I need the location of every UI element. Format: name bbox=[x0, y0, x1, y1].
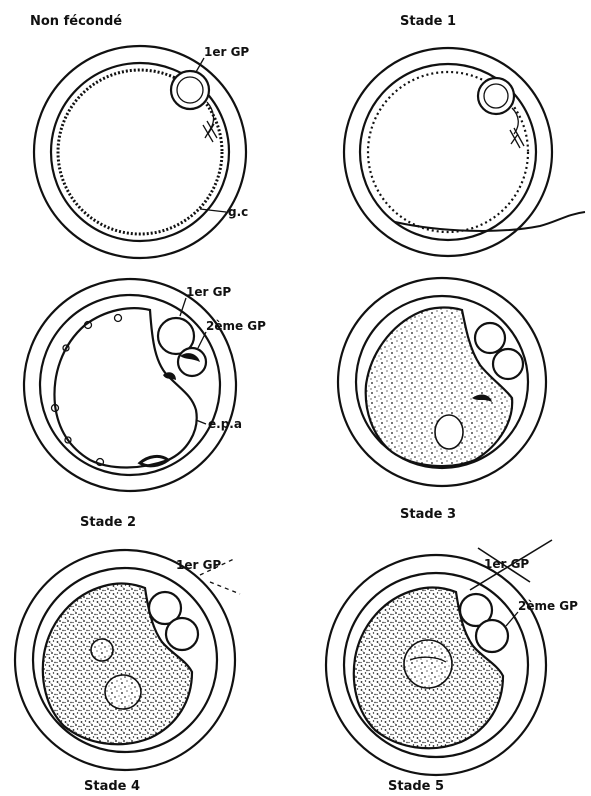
panel-stade-5: Stade 5 1er GP 2ème GP bbox=[326, 540, 578, 794]
label-1er-gp: 1er GP bbox=[204, 45, 249, 59]
leader-g-c bbox=[200, 209, 226, 212]
panel-title-non-feconde: Non fécondé bbox=[30, 14, 122, 29]
label-e-p-a: e.p.a bbox=[208, 417, 242, 431]
zona-outer-ring bbox=[34, 46, 246, 258]
polar-body-2 bbox=[178, 348, 206, 376]
label-1er-gp: 1er GP bbox=[176, 558, 221, 572]
panel-title-stade-4: Stade 4 bbox=[84, 779, 140, 794]
panel-stade-1: Stade 1 bbox=[344, 14, 585, 256]
polar-body-2 bbox=[493, 349, 523, 379]
panel-non-feconde: Non fécondé 1er GP g.c bbox=[30, 14, 249, 258]
zona-outer-ring bbox=[344, 48, 552, 256]
panel-title-stade-3: Stade 3 bbox=[400, 507, 456, 522]
female-pronucleus bbox=[91, 639, 113, 661]
zygote-nucleus bbox=[404, 640, 452, 688]
polar-body-2 bbox=[476, 620, 508, 652]
label-1er-gp: 1er GP bbox=[484, 557, 529, 571]
polar-body-2 bbox=[166, 618, 198, 650]
label-g-c: g.c bbox=[228, 205, 248, 219]
label-2eme-gp: 2ème GP bbox=[206, 319, 266, 333]
panel-stade-2: Stade 2 1er GP 2ème GP e.p.a bbox=[24, 279, 266, 530]
leader-1er-gp bbox=[196, 58, 204, 72]
label-2eme-gp: 2ème GP bbox=[518, 599, 578, 613]
sperm-head bbox=[140, 456, 168, 465]
panel-title-stade-2: Stade 2 bbox=[80, 515, 136, 530]
leader-2eme-gp bbox=[198, 332, 206, 348]
panel-title-stade-5: Stade 5 bbox=[388, 779, 444, 794]
meiotic-spindle bbox=[510, 128, 524, 148]
male-pronucleus bbox=[435, 415, 463, 449]
label-1er-gp: 1er GP bbox=[186, 285, 231, 299]
panel-title-stade-1: Stade 1 bbox=[400, 14, 456, 29]
zona-inner-ring bbox=[40, 295, 220, 475]
panel-stade-4: Stade 4 1er GP bbox=[15, 550, 240, 794]
male-pronucleus bbox=[105, 675, 141, 709]
panel-stade-3: Stade 3 bbox=[338, 278, 546, 522]
dashed-marker-lower bbox=[210, 582, 240, 594]
polar-body-1 bbox=[475, 323, 505, 353]
meiotic-spindle bbox=[203, 121, 217, 142]
